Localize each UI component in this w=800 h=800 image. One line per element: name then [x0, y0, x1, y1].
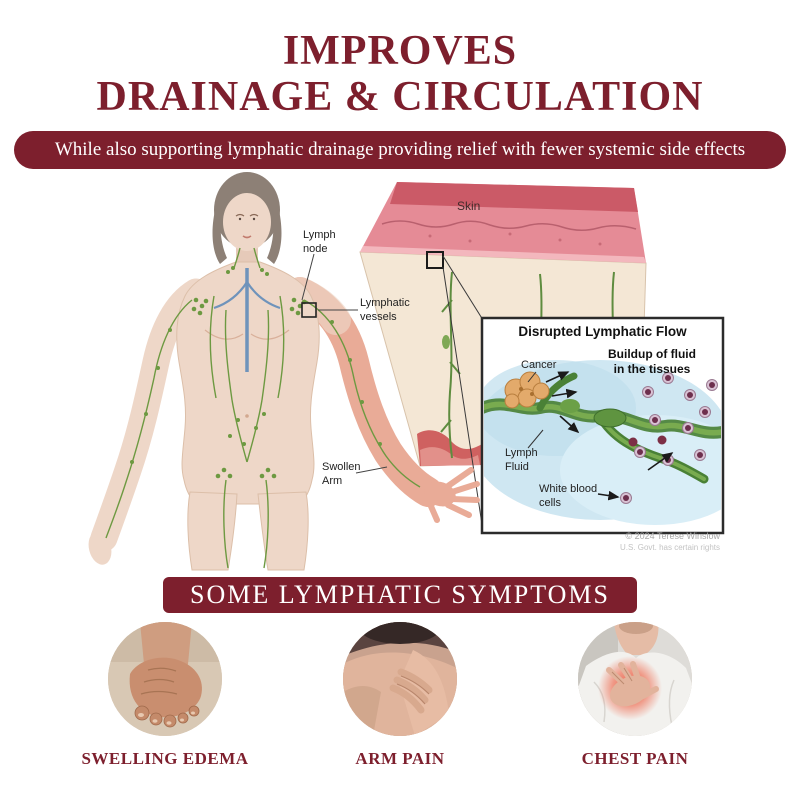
credit-line1: © 2024 Terese Winslow — [625, 531, 720, 541]
fluid-buildup-label: Buildup of fluid in the tissues — [608, 347, 696, 376]
symptom-photo-arm-pain — [343, 622, 457, 736]
white-blood-cells-label: White blood cells — [539, 483, 598, 509]
arm-pain-image — [343, 622, 457, 736]
lymphatic-vessels-label: Lymphatic vessels — [360, 297, 410, 323]
cancer-label: Cancer — [521, 359, 557, 371]
vessels-region-marker — [301, 302, 317, 318]
skin-label: Skin — [457, 199, 481, 213]
symptom-photo-swelling-edema — [108, 622, 222, 736]
swollen-arm-label: Swollen Arm — [322, 461, 361, 487]
chest-pain-image — [578, 622, 692, 736]
inset-disrupted-flow — [480, 316, 725, 535]
subtitle-banner: While also supporting lymphatic drainage… — [14, 131, 786, 169]
symptoms-banner: SOME LYMPHATIC SYMPTOMS — [163, 577, 637, 613]
zoom-region-marker — [426, 251, 444, 269]
main-title-line2: DRAINAGE & CIRCULATION — [96, 74, 704, 120]
symptom-photo-chest-pain — [578, 622, 692, 736]
main-title-line1: IMPROVES — [282, 28, 518, 74]
symptom-label-chest-pain: CHEST PAIN — [581, 749, 689, 768]
lymph-fluid-label: Lymph Fluid — [505, 447, 538, 473]
symptom-label-arm-pain: ARM PAIN — [355, 749, 445, 768]
artwork-credit: © 2024 Terese Winslow U.S. Govt. has cer… — [545, 531, 720, 553]
credit-line2: U.S. Govt. has certain rights — [619, 542, 720, 552]
lymph-node-label: Lymph node — [303, 229, 336, 255]
woman-figure — [88, 172, 480, 571]
swollen-foot-image — [108, 622, 222, 736]
symptom-label-swelling-edema: SWELLING EDEMA — [81, 749, 249, 768]
inset-title: Disrupted Lymphatic Flow — [518, 324, 687, 339]
